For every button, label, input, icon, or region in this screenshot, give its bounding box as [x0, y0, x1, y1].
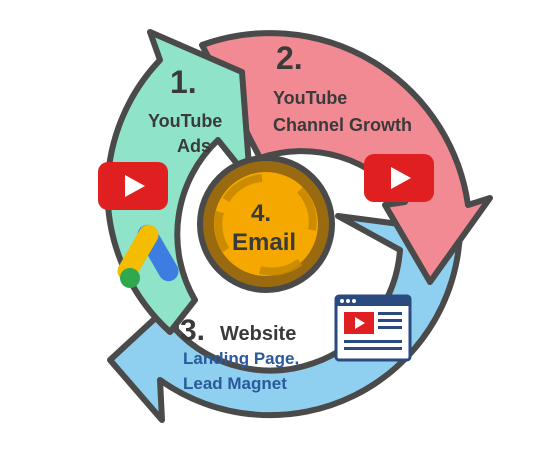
step-1-label: 1. YouTube Ads: [148, 64, 222, 156]
google-ads-logo-icon: [117, 224, 179, 288]
step-4-label: 4. Email: [232, 200, 296, 256]
step-3-subtitle-line-1: Landing Page,: [183, 349, 299, 368]
step-2-title-line-2: Channel Growth: [273, 115, 412, 135]
step-1-title-line-2: Ads: [177, 136, 211, 156]
step-3-subtitle-line-2: Lead Magnet: [183, 374, 287, 393]
step-2-label: 2. YouTube Channel Growth: [273, 40, 412, 135]
webpage-video-icon: [334, 294, 412, 362]
youtube-play-icon: [98, 162, 168, 210]
youtube-play-icon: [364, 154, 434, 202]
step-3-number: 3.: [180, 314, 205, 347]
step-1-number: 1.: [170, 64, 197, 100]
step-4-title: Email: [232, 229, 296, 256]
step-3-label: 3. Website Landing Page, Lead Magnet: [180, 314, 299, 393]
step-1-title-line-1: YouTube: [148, 111, 222, 131]
step-2-number: 2.: [276, 40, 303, 76]
step-4-number: 4.: [251, 200, 271, 227]
step-2-channel-growth-segment: [199, 30, 493, 285]
step-3-title: Website: [220, 323, 296, 345]
step-4-email-hub: [197, 155, 335, 293]
step-2-title-line-1: YouTube: [273, 88, 347, 108]
